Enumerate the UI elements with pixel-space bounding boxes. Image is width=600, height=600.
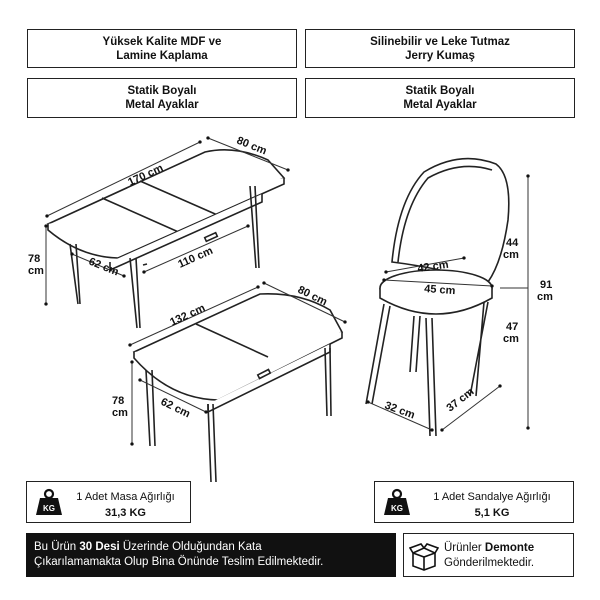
feature-fabric-line2: Jerry Kumaş: [405, 49, 475, 62]
feature-legs-right-line2: Metal Ayaklar: [403, 99, 477, 111]
feature-legs-box-left: Statik Boyalı Metal Ayaklar: [27, 78, 297, 118]
dim-47-unit: cm: [503, 333, 519, 345]
feature-mdf-line1: Yüksek Kalite MDF ve: [102, 35, 222, 48]
weight-icon-label: KG: [43, 504, 55, 513]
feature-mdf-box: Yüksek Kalite MDF ve Lamine Kaplama: [27, 29, 297, 68]
delivery-line2: Gönderilmektedir.: [444, 557, 535, 569]
feature-legs-box-right: Statik Boyalı Metal Ayaklar: [305, 78, 575, 118]
notice-desi: 30 Desi: [79, 541, 120, 553]
dim-45: 45 cm: [424, 283, 456, 297]
dimension-lines-chair: [366, 174, 530, 432]
chair-weight-box: KG 1 Adet Sandalye Ağırlığı 5,1 KG: [374, 481, 574, 523]
package-icon: [409, 543, 439, 571]
notice-line1-a: Bu Ürün: [34, 541, 80, 553]
delivery-notice: Bu Ürün 30 Desi Üzerinde Olduğundan Kata…: [26, 533, 396, 577]
dim-47-value: 47: [506, 321, 518, 333]
dim-42: 42 cm: [417, 259, 450, 275]
chair-weight-value: 5,1 KG: [474, 507, 510, 519]
disassembled-box: Ürünler Demonte Gönderilmektedir.: [403, 533, 574, 577]
dim-91-value: 91: [540, 279, 552, 291]
chair: [365, 157, 510, 437]
dim-78-bottom-value: 78: [112, 395, 124, 407]
feature-mdf-line2: Lamine Kaplama: [116, 49, 208, 62]
feature-legs-right-line1: Statik Boyalı: [405, 85, 475, 97]
dim-78-top-unit: cm: [28, 265, 44, 277]
weight-icon-label: KG: [391, 504, 403, 513]
dimension-lines-extended: [44, 136, 290, 306]
dim-44-value: 44: [506, 237, 519, 249]
closed-table: [132, 293, 344, 483]
table-weight-box: KG 1 Adet Masa Ağırlığı 31,3 KG: [26, 481, 191, 523]
dim-78-bottom-unit: cm: [112, 407, 128, 419]
feature-legs-left-line1: Statik Boyalı: [127, 85, 197, 97]
notice-line2: Çıkarılamamakta Olup Bina Önünde Teslim …: [34, 556, 324, 568]
dim-62-top: 62 cm: [87, 256, 121, 279]
chair-weight-label: 1 Adet Sandalye Ağırlığı: [433, 491, 551, 503]
weight-icon: KG: [384, 488, 410, 515]
delivery-demonte: Demonte: [484, 542, 535, 554]
weight-icon: KG: [36, 488, 62, 515]
table-weight-value: 31,3 KG: [105, 507, 146, 519]
table-weight-label: 1 Adet Masa Ağırlığı: [76, 491, 175, 503]
notice-line1-c: Üzerinde Olduğundan Kata: [119, 541, 262, 553]
dim-44-unit: cm: [503, 249, 519, 261]
delivery-a: Ürünler: [444, 542, 485, 554]
dim-32: 32 cm: [383, 400, 417, 422]
dim-62-bottom: 62 cm: [159, 396, 192, 421]
feature-fabric-box: Silinebilir ve Leke Tutmaz Jerry Kumaş: [305, 29, 575, 68]
feature-fabric-line1: Silinebilir ve Leke Tutmaz: [370, 35, 510, 48]
dimension-lines-closed: [128, 281, 347, 446]
dim-78-top-value: 78: [28, 253, 40, 265]
dim-37: 37 cm: [444, 386, 476, 415]
feature-legs-left-line2: Metal Ayaklar: [125, 99, 199, 111]
dim-91-unit: cm: [537, 291, 553, 303]
